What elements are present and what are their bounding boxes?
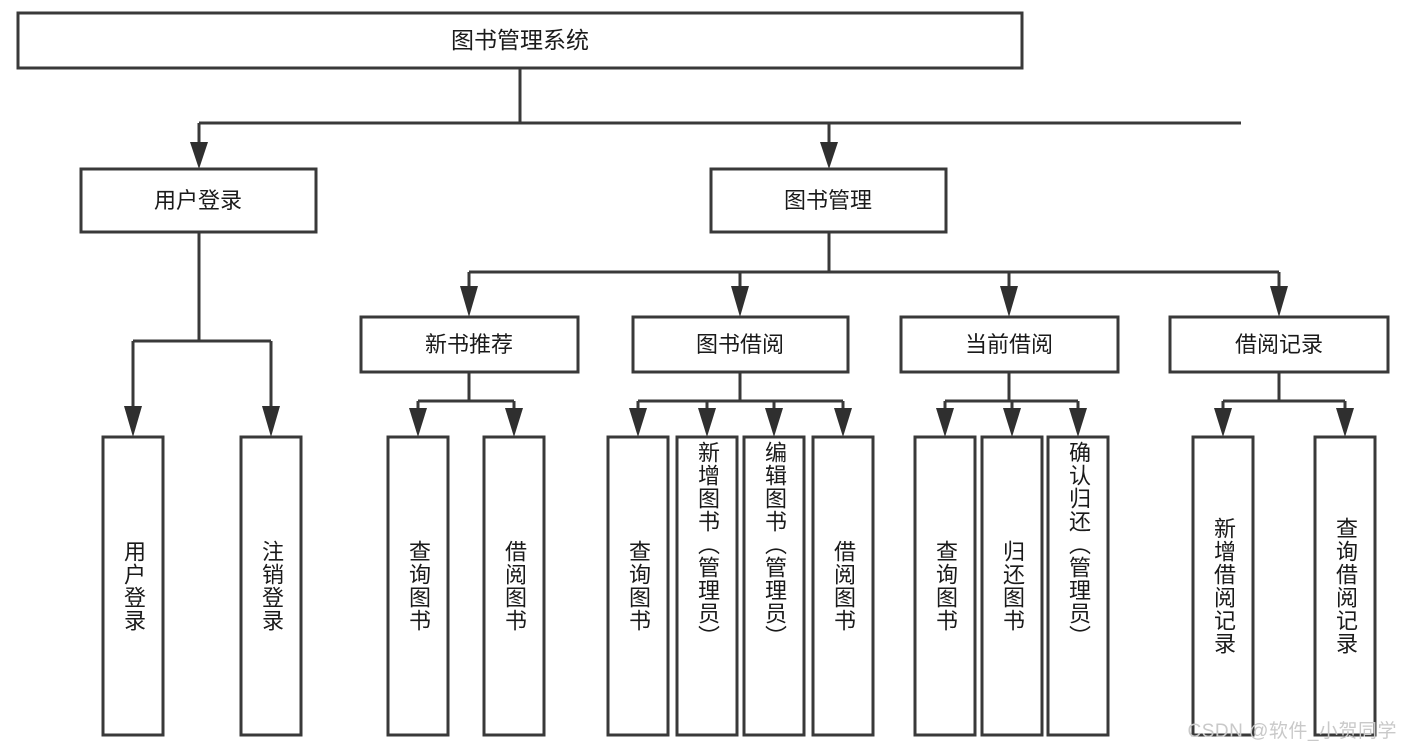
connector-group-book-mgmt	[460, 232, 1288, 317]
arrowhead-br-add	[1214, 408, 1232, 437]
leaf-cb-query-book[interactable]	[913, 435, 977, 737]
leaf-nbr-borrow-book[interactable]	[482, 435, 546, 737]
leaf-cb-return-book[interactable]	[980, 435, 1044, 737]
arrowhead-nbr-borrow	[505, 408, 523, 437]
arrowhead-bb-edit	[765, 408, 783, 437]
arrowhead-user-login	[190, 142, 208, 169]
node-new-book-recommendation-label: 新书推荐	[425, 332, 513, 357]
leaf-logout[interactable]	[239, 435, 303, 737]
arrowhead-current-borrow	[1000, 286, 1018, 317]
arrowhead-bb-query	[629, 408, 647, 437]
arrowhead-leaf-user-login	[124, 406, 142, 437]
arrowhead-cb-return	[1003, 408, 1021, 437]
leaf-bb-query-book[interactable]	[606, 435, 670, 737]
arrowhead-bb-borrow	[834, 408, 852, 437]
arrowhead-borrow-record	[1270, 286, 1288, 317]
connector-group-root	[190, 68, 1241, 169]
leaf-user-login[interactable]	[101, 435, 165, 737]
connector-group-borrow-record	[1214, 372, 1354, 437]
arrowhead-book-borrow	[731, 286, 749, 317]
node-root-book-management-system[interactable]	[16, 11, 1024, 70]
node-borrowing-record[interactable]	[1168, 315, 1390, 374]
arrowhead-new-book-rec	[460, 286, 478, 317]
node-current-borrowing-label: 当前借阅	[965, 332, 1053, 357]
connector-group-current-borrow	[936, 372, 1087, 437]
arrowhead-leaf-logout	[262, 406, 280, 437]
leaf-cb-confirm-return-admin[interactable]	[1046, 435, 1110, 737]
arrowhead-cb-query	[936, 408, 954, 437]
arrowhead-br-query	[1336, 408, 1354, 437]
connector-group-book-borrow	[629, 372, 852, 437]
node-book-borrowing-label: 图书借阅	[696, 332, 784, 357]
arrowhead-cb-confirm	[1069, 408, 1087, 437]
csdn-watermark: CSDN @软件_小贺同学	[1187, 721, 1397, 742]
arrowhead-bb-add	[698, 408, 716, 437]
node-book-borrowing[interactable]	[631, 315, 850, 374]
leaf-nbr-query-book[interactable]	[386, 435, 450, 737]
node-user-login-label: 用户登录	[154, 188, 242, 213]
node-root-label: 图书管理系统	[451, 27, 589, 53]
leaf-br-query-record[interactable]	[1313, 435, 1377, 737]
leaf-bb-borrow-book[interactable]	[811, 435, 875, 737]
node-new-book-recommendation[interactable]	[359, 315, 580, 374]
node-book-management[interactable]	[709, 167, 948, 234]
node-user-login[interactable]	[79, 167, 318, 234]
arrowhead-book-mgmt	[820, 142, 838, 169]
node-book-management-label: 图书管理	[784, 188, 872, 213]
leaf-br-add-record[interactable]	[1191, 435, 1255, 737]
leaf-bb-add-book-admin[interactable]	[675, 435, 739, 737]
leaf-bb-edit-book-admin[interactable]	[742, 435, 806, 737]
node-current-borrowing[interactable]	[899, 315, 1120, 374]
arrowhead-nbr-query	[409, 408, 427, 437]
node-borrowing-record-label: 借阅记录	[1235, 332, 1323, 357]
connector-group-user-login	[124, 232, 280, 437]
connector-group-new-book-rec	[409, 372, 523, 437]
